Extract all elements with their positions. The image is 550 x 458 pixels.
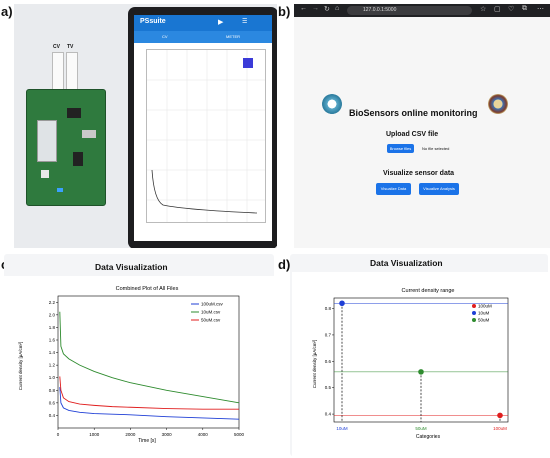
chart-d-plot-area: 0.4 0.5 0.6 0.7 0.8 10uM 50uM 100uM 100uM 10uM 50u… <box>325 297 509 431</box>
chart-d-ytick-label: 0.8 <box>325 306 332 311</box>
back-icon[interactable]: ← <box>300 5 307 12</box>
chart-c-axes <box>57 295 240 429</box>
chart-d-ytick-label: 0.4 <box>325 412 332 417</box>
panel-label-a: a) <box>1 4 13 19</box>
address-bar[interactable]: 127.0.0.1:5000 <box>347 6 472 15</box>
chart-c-ytick-label: 1.6 <box>49 338 56 343</box>
chart-d-category-label: 10uM <box>336 426 348 431</box>
chart-c-ytick-label: 2.0 <box>49 312 56 317</box>
visualize-analysis-button[interactable]: Visualize Analysis <box>419 183 459 195</box>
chart-d-ytick-label: 0.7 <box>325 332 332 337</box>
chart-c-legend-entry: 10uM.csv <box>201 310 221 315</box>
combined-plot: Combined Plot of All Files 0 1000 2000 3000… <box>4 276 274 456</box>
star-icon[interactable]: ☆ <box>480 6 487 13</box>
chart-d-category-label: 100uM <box>493 426 507 431</box>
chart-c-xtick-label: 0 <box>57 432 60 437</box>
sensor-strip-cv <box>52 52 64 92</box>
strip-label-tv: TV <box>67 44 74 50</box>
chart-c-xtick-label: 3000 <box>162 432 173 437</box>
chart-d-legend-swatch <box>472 304 476 308</box>
webpage: BioSensors online monitoring Upload CSV … <box>294 17 550 248</box>
extensions-icon[interactable]: ▢ <box>494 6 501 13</box>
chart-d-title: Current density range <box>402 288 455 294</box>
visualize-data-button[interactable]: Visualize Data <box>376 183 411 195</box>
chart-c-plot-area: 0 1000 2000 3000 4000 5000 0.4 0.6 0.8 1.0 1.2 1.4 1… <box>49 295 245 437</box>
visualize-heading: Visualize sensor data <box>383 170 455 177</box>
sensor-strip-tv <box>66 52 78 92</box>
collections-icon[interactable]: ⧉ <box>522 5 527 12</box>
upload-heading: Upload CSV file <box>386 131 439 138</box>
device-photo: CV TV PSsuite ▶ ☰ CV METER <box>14 4 277 248</box>
browser-window: ← → ↻ ⌂ 127.0.0.1:5000 ☆ ▢ ♡ ⧉ ⋯ BioSens… <box>294 4 550 248</box>
chart-d-legend-entry: 10uM <box>478 311 490 316</box>
tablet-tabs: CV METER <box>134 31 272 43</box>
tablet-device: PSsuite ▶ ☰ CV METER <box>128 7 277 248</box>
home-icon[interactable]: ⌂ <box>335 5 340 12</box>
chart-c-ytick-label: 1.8 <box>49 325 56 330</box>
tablet-app-name: PSsuite <box>140 18 166 25</box>
chart-c-legend-entry: 100uM.csv <box>201 302 224 307</box>
chart-d-point <box>339 300 345 307</box>
strip-label-cv: CV <box>53 44 60 50</box>
potentiostat-board <box>26 89 106 206</box>
panel-label-b: b) <box>278 4 291 19</box>
chart-c-series-line <box>59 387 240 420</box>
tablet-swatch <box>243 58 253 68</box>
university-logo-left <box>322 94 342 114</box>
chart-d-category-label: 50uM <box>415 426 427 431</box>
chart-c-xtick-label: 4000 <box>198 432 209 437</box>
chart-c-ytick-label: 1.2 <box>49 363 56 368</box>
tablet-screen: PSsuite ▶ ☰ CV METER <box>134 15 272 241</box>
menu-icon: ☰ <box>242 19 248 25</box>
favorites-icon[interactable]: ♡ <box>508 6 515 13</box>
chart-c-xlabel: Time [s] <box>138 438 156 444</box>
chart-d-legend-swatch <box>472 318 476 322</box>
chart-c-series-line <box>59 376 239 410</box>
chart-c-ytick-label: 0.8 <box>49 388 56 393</box>
chart-c-ylabel: Current density [μA/cm²] <box>18 342 23 391</box>
chart-d-legend-entry: 100uM <box>478 304 492 309</box>
university-logo-right <box>488 94 508 114</box>
tablet-plot <box>147 50 265 222</box>
chart-c-ytick-label: 2.2 <box>49 300 56 305</box>
chart-c-title: Combined Plot of All Files <box>116 286 179 292</box>
panel-label-d: d) <box>278 257 291 272</box>
tablet-tab-meter: METER <box>226 34 240 39</box>
chart-c-legend-entry: 50uM.csv <box>201 318 221 323</box>
more-icon[interactable]: ⋯ <box>537 6 544 13</box>
file-status: No file selected <box>422 146 450 151</box>
reload-icon[interactable]: ↻ <box>324 6 330 13</box>
tablet-trace <box>151 169 258 214</box>
chart-c-xtick-label: 2000 <box>125 432 136 437</box>
range-plot: Current density range 0.4 0.5 0.6 0.7 0.8 10u… <box>292 272 548 456</box>
chart-c-xtick-label: 5000 <box>234 432 245 437</box>
tablet-tab-cv: CV <box>162 34 168 39</box>
panel-d-title: Data Visualization <box>370 258 443 268</box>
chart-d-point <box>497 412 503 419</box>
chart-c-ytick-label: 1.4 <box>49 350 56 355</box>
chart-d-point <box>418 369 424 375</box>
chart-d-ylabel: Current density [μA/cm²] <box>312 340 317 389</box>
chart-d-ytick-label: 0.5 <box>325 385 332 390</box>
chart-d-legend-swatch <box>472 311 476 315</box>
chart-c-ytick-label: 0.4 <box>49 413 56 418</box>
chart-d-ytick-label: 0.6 <box>325 359 332 364</box>
browser-toolbar: ← → ↻ ⌂ 127.0.0.1:5000 ☆ ▢ ♡ ⧉ ⋯ <box>294 4 550 17</box>
panel-c-title: Data Visualization <box>95 262 168 272</box>
chart-c-xtick-label: 1000 <box>89 432 100 437</box>
chart-c-series-line <box>59 311 240 404</box>
tablet-app-bar: PSsuite ▶ ☰ <box>134 15 272 31</box>
wifi-module <box>37 120 57 162</box>
chart-d-legend-entry: 50uM <box>478 318 490 323</box>
chart-c-ytick-label: 0.6 <box>49 400 56 405</box>
chart-d-xlabel: Categories <box>416 434 441 440</box>
play-icon: ▶ <box>218 19 224 26</box>
page-title: BioSensors online monitoring <box>349 108 478 118</box>
chart-c-ytick-label: 1.0 <box>49 375 56 380</box>
browse-files-button[interactable]: Browse files <box>387 144 414 153</box>
tablet-plot-area <box>146 49 266 223</box>
forward-icon[interactable]: → <box>312 5 319 12</box>
